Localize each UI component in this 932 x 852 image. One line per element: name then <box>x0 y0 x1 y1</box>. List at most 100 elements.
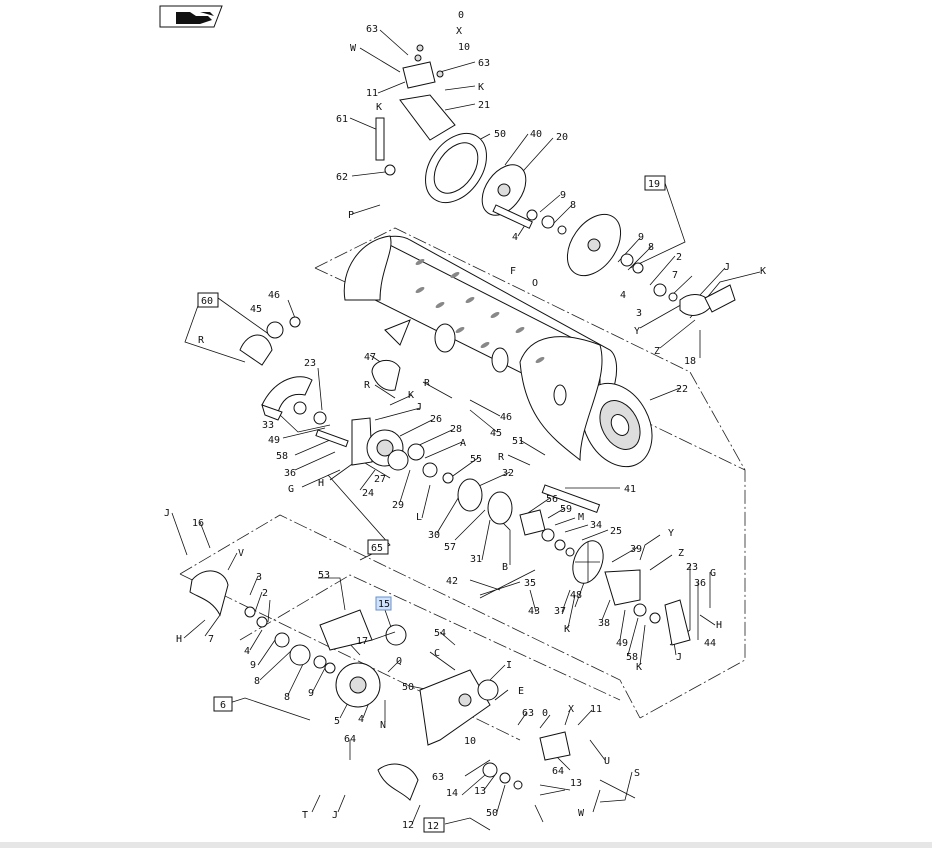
callout: J <box>724 262 730 273</box>
callout: 3 <box>636 308 642 319</box>
callout: 49 <box>268 435 280 446</box>
callout: 9 <box>250 660 256 671</box>
callout: 30 <box>428 530 440 541</box>
callout: 49 <box>616 638 628 649</box>
callout: Q <box>396 656 402 667</box>
lower-left-assembly <box>189 570 636 801</box>
assembly-callout-19[interactable]: 19 <box>644 175 666 191</box>
callout: Y <box>634 326 640 337</box>
callout: 43 <box>528 606 540 617</box>
callout: 40 <box>530 129 542 140</box>
assembly-callout-12[interactable]: 12 <box>423 817 445 833</box>
callout: 4 <box>512 232 518 243</box>
callout: G <box>710 568 716 579</box>
callout: H <box>176 634 182 645</box>
callout: R <box>198 335 205 346</box>
callout: 63 <box>478 58 490 69</box>
callout: 26 <box>430 414 442 425</box>
callout: 61 <box>336 114 348 125</box>
callout: J <box>416 402 422 413</box>
callout: 28 <box>450 424 462 435</box>
callout: 36 <box>694 578 706 589</box>
callout: 21 <box>478 100 490 111</box>
callout-labels: 0 X 63 W 10 63 K 11 K 21 61 50 40 20 62 … <box>164 10 766 831</box>
callout: 36 <box>284 468 296 479</box>
callout: 24 <box>362 488 374 499</box>
assembly-callout-60[interactable]: 60 <box>197 292 219 308</box>
callout: 53 <box>318 570 330 581</box>
callout: T <box>302 810 308 821</box>
callout: 8 <box>648 242 654 253</box>
callout: 44 <box>704 638 716 649</box>
page-return-icon[interactable] <box>159 5 223 28</box>
auger-drum <box>343 235 653 468</box>
callout: 32 <box>502 468 514 479</box>
callout: 62 <box>336 172 348 183</box>
callout: 63 <box>366 24 378 35</box>
callout: M <box>578 512 584 523</box>
callout: 48 <box>570 590 582 601</box>
callout: P <box>348 210 354 221</box>
right-drive-assembly <box>541 528 691 646</box>
shaft-rod <box>479 484 601 599</box>
callout: 63 <box>432 772 444 783</box>
callout: 20 <box>556 132 568 143</box>
callout: L <box>416 512 422 523</box>
callout: K <box>636 662 642 673</box>
callout: X <box>568 704 574 715</box>
callout: 59 <box>560 504 572 515</box>
callout: 9 <box>308 688 314 699</box>
callout: 5 <box>334 716 340 727</box>
callout: 23 <box>304 358 316 369</box>
callout: 13 <box>474 786 486 797</box>
callout: V <box>238 548 244 559</box>
callout: W <box>578 808 585 819</box>
callout: 41 <box>624 484 636 495</box>
callout: 38 <box>598 618 610 629</box>
callout: 58 <box>276 451 288 462</box>
callout: K <box>376 102 382 113</box>
callout: 9 <box>638 232 644 243</box>
callout: 0 <box>542 708 548 719</box>
callout: 22 <box>676 384 688 395</box>
callout: 45 <box>250 304 262 315</box>
callout: K <box>760 266 766 277</box>
svg-text:6: 6 <box>220 700 226 711</box>
callout: 13 <box>570 778 582 789</box>
callout: 57 <box>444 542 456 553</box>
callout: 35 <box>524 578 536 589</box>
callout: H <box>716 620 722 631</box>
callout: 46 <box>500 412 512 423</box>
callout: 33 <box>262 420 274 431</box>
highlighted-callout[interactable]: 15 <box>375 596 392 611</box>
callout: N <box>380 720 386 731</box>
callout: A <box>460 438 466 449</box>
callout: W <box>350 43 357 54</box>
callout: J <box>164 508 170 519</box>
callout: B <box>502 562 508 573</box>
callout: 56 <box>546 494 558 505</box>
callout: R <box>364 380 371 391</box>
callout: R <box>498 452 505 463</box>
callout-highlighted: 15 <box>378 599 390 610</box>
callout: U <box>604 756 610 767</box>
callout: 4 <box>358 714 364 725</box>
callout: 8 <box>254 676 260 687</box>
callout: 12 <box>402 820 414 831</box>
assembly-callout-65[interactable]: 65 <box>367 539 389 555</box>
callout: 42 <box>446 576 458 587</box>
callout: 29 <box>392 500 404 511</box>
callout: 54 <box>434 628 446 639</box>
assembly-callout-6[interactable]: 6 <box>213 696 233 712</box>
svg-text:60: 60 <box>201 296 213 307</box>
callout: 23 <box>686 562 698 573</box>
callout: 31 <box>470 554 482 565</box>
callout: 37 <box>554 606 566 617</box>
callout: O <box>532 278 538 289</box>
callout: 17 <box>356 636 368 647</box>
callout: 8 <box>284 692 290 703</box>
callout: 63 <box>522 708 534 719</box>
callout: 50 <box>494 129 506 140</box>
callout: Z <box>678 548 684 559</box>
callout: 8 <box>570 200 576 211</box>
